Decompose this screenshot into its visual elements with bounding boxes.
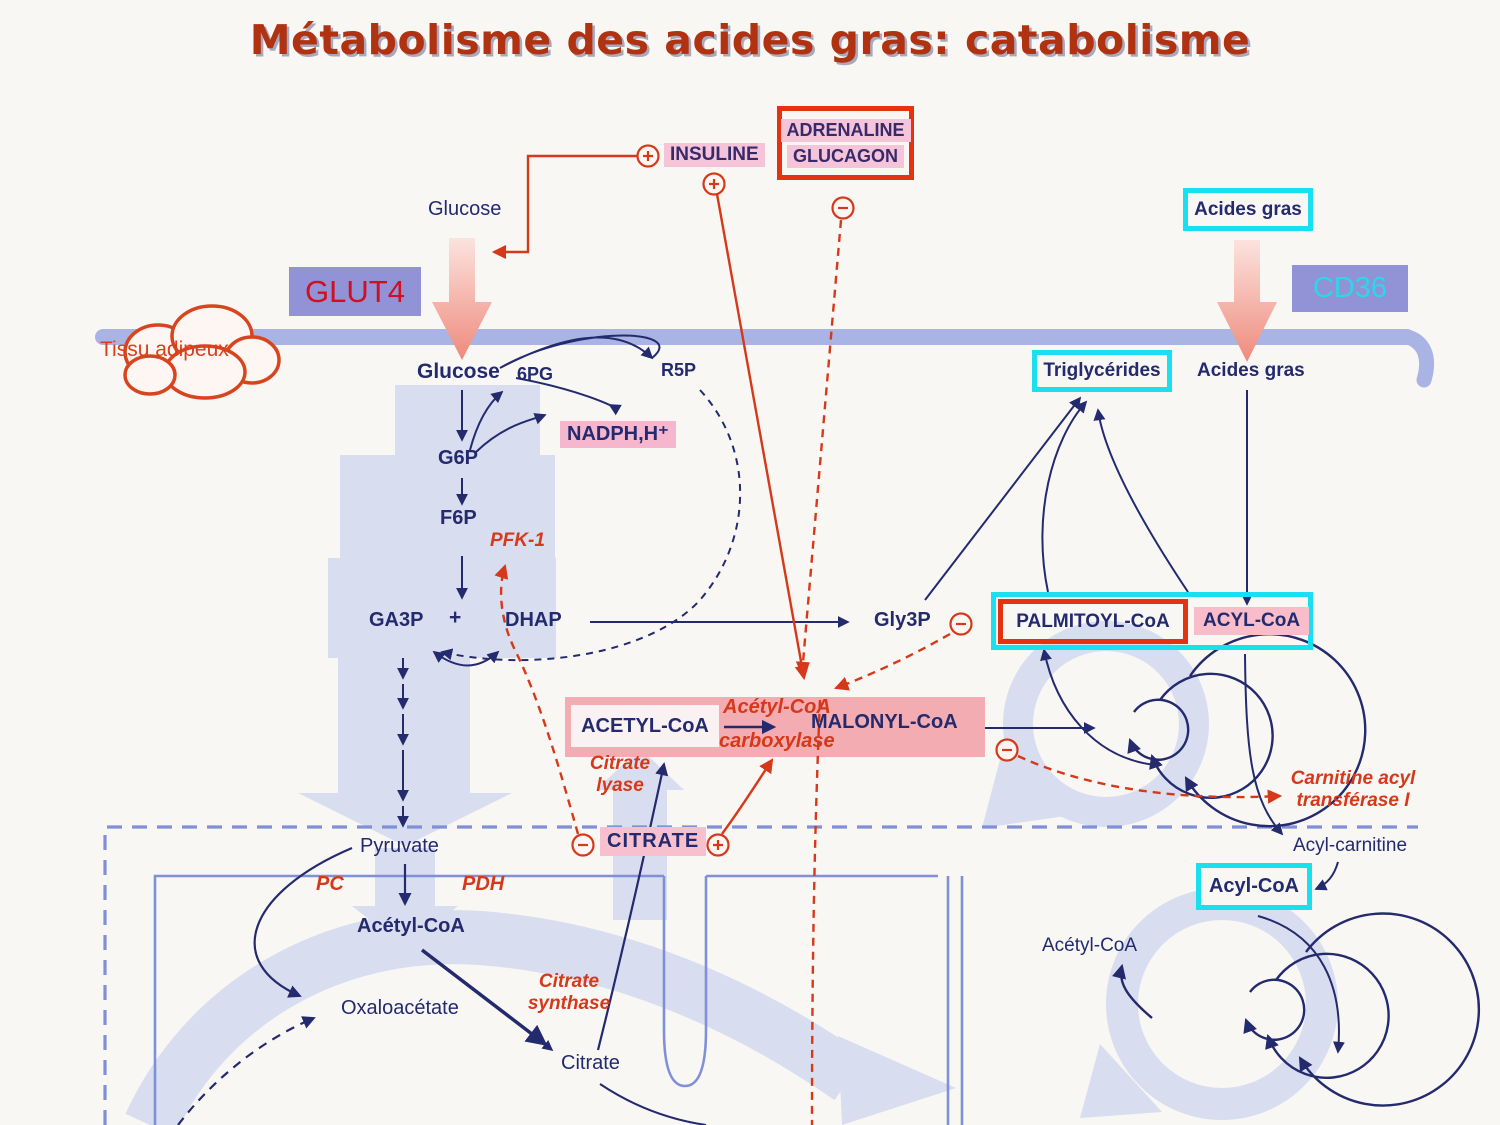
acetyl-coa-beta-label: Acétyl-CoA — [1042, 935, 1138, 956]
glucagon-label: GLUCAGON — [787, 144, 904, 168]
glucose-extracellular-label: Glucose — [428, 198, 502, 220]
acc-enzyme-line2: carboxylase — [719, 730, 835, 752]
plus-icon — [636, 144, 660, 168]
transport-arrows — [432, 238, 1277, 362]
glut4-transporter-box: GLUT4 — [289, 267, 421, 316]
plus-icon — [706, 833, 730, 857]
acyl-coa-cytosol-label: ACYL-CoA — [1194, 607, 1310, 635]
citrate-shuttle-label: CITRATE — [600, 827, 707, 856]
plasma-membrane — [95, 329, 1435, 388]
palmitoyl-coa-label: PALMITOYL-CoA — [1016, 610, 1170, 632]
cd36-transporter-box: CD36 — [1292, 265, 1408, 312]
citrate-synthase-line2: synthase — [527, 992, 611, 1014]
acyl-carnitine-label: Acyl-carnitine — [1293, 835, 1408, 856]
insuline-label: INSULINE — [664, 143, 765, 167]
cat1-line1: Carnitine acyl — [1290, 768, 1416, 789]
cd36-label: CD36 — [1312, 272, 1388, 304]
minus-icon — [831, 196, 855, 220]
pc-enzyme-label: PC — [316, 873, 344, 895]
triglycerides-box: Triglycérides — [1032, 350, 1172, 392]
pfk1-enzyme-label: PFK-1 — [490, 530, 545, 551]
palmitoyl-coa-box: PALMITOYL-CoA — [998, 599, 1188, 644]
cat1-enzyme-label: Carnitine acyl transférase I — [1278, 768, 1428, 812]
mitochondrial-membranes — [103, 825, 1418, 1125]
acyl-coa-mito-box: Acyl-CoA — [1196, 863, 1312, 910]
acetyl-coa-cytosol-label: ACETYL-CoA — [581, 714, 709, 737]
ga3p-label: GA3P — [369, 609, 424, 631]
nadph-label: NADPH,H⁺ — [560, 421, 676, 448]
oxaloacetate-label: Oxaloacétate — [341, 997, 459, 1019]
pyruvate-label: Pyruvate — [360, 835, 439, 857]
acc-reaction-arrow — [724, 720, 777, 734]
cat1-line2: transférase I — [1296, 789, 1410, 811]
6pg-label: 6PG — [517, 364, 554, 384]
page-title: Métabolisme des acides gras: catabolisme — [249, 16, 1251, 64]
citrate-lyase-line2: lyase — [596, 774, 644, 796]
acetyl-coa-mito-label: Acétyl-CoA — [357, 915, 465, 937]
gly3p-label: Gly3P — [874, 609, 931, 631]
acyl-coa-mito-label: Acyl-CoA — [1208, 875, 1299, 897]
fatty-acids-extracellular-label: Acides gras — [1194, 198, 1302, 220]
regulatory-arrows-red — [491, 154, 1283, 1125]
g6p-label: G6P — [438, 447, 479, 469]
r5p-label: R5P — [661, 360, 697, 380]
adrenaline-glucagon-box: ADRENALINE GLUCAGON — [777, 106, 914, 180]
minus-icon — [571, 833, 595, 857]
pathway-arrows-navy — [177, 334, 1481, 1125]
tissue-label: Tissu adipeux — [100, 338, 229, 361]
fa-synthesis-spiral — [1127, 633, 1367, 828]
citrate-lyase-line1: Citrate — [589, 753, 651, 774]
fatty-acids-extracellular-box: Acides gras — [1183, 188, 1313, 231]
minus-icon — [995, 738, 1019, 762]
citrate-mito-label: Citrate — [561, 1052, 620, 1074]
citrate-synthase-enzyme-label: Citrate synthase — [514, 971, 624, 1015]
f6p-label: F6P — [440, 507, 477, 529]
minus-icon — [949, 612, 973, 636]
dhap-label: DHAP — [505, 609, 562, 631]
fatty-acids-cytosol-label: Acides gras — [1197, 360, 1305, 381]
malonyl-coa-label: MALONYL-CoA — [811, 711, 958, 733]
citrate-synthase-line1: Citrate — [538, 971, 600, 992]
triglycerides-label: Triglycérides — [1043, 360, 1161, 382]
acc-enzyme-line1: Acétyl-CoA — [723, 696, 831, 718]
citrate-lyase-enzyme-label: Citrate lyase — [578, 753, 662, 797]
beta-oxidation-spiral — [1243, 912, 1481, 1107]
acetyl-coa-cytosol-box: ACETYL-CoA — [571, 705, 719, 747]
palmitoyl-acyl-outer-box — [991, 592, 1313, 650]
plus-icon — [702, 172, 726, 196]
inner-membrane-solid — [153, 874, 964, 1125]
plus-sign-label: + — [449, 606, 462, 629]
pdh-enzyme-label: PDH — [462, 873, 505, 895]
adrenaline-label: ADRENALINE — [780, 118, 911, 142]
glucose-cytosol-label: Glucose — [417, 360, 500, 383]
regulation-sign-icons — [571, 144, 1019, 857]
glut4-label: GLUT4 — [305, 273, 405, 309]
adipose-cloud — [123, 304, 281, 400]
